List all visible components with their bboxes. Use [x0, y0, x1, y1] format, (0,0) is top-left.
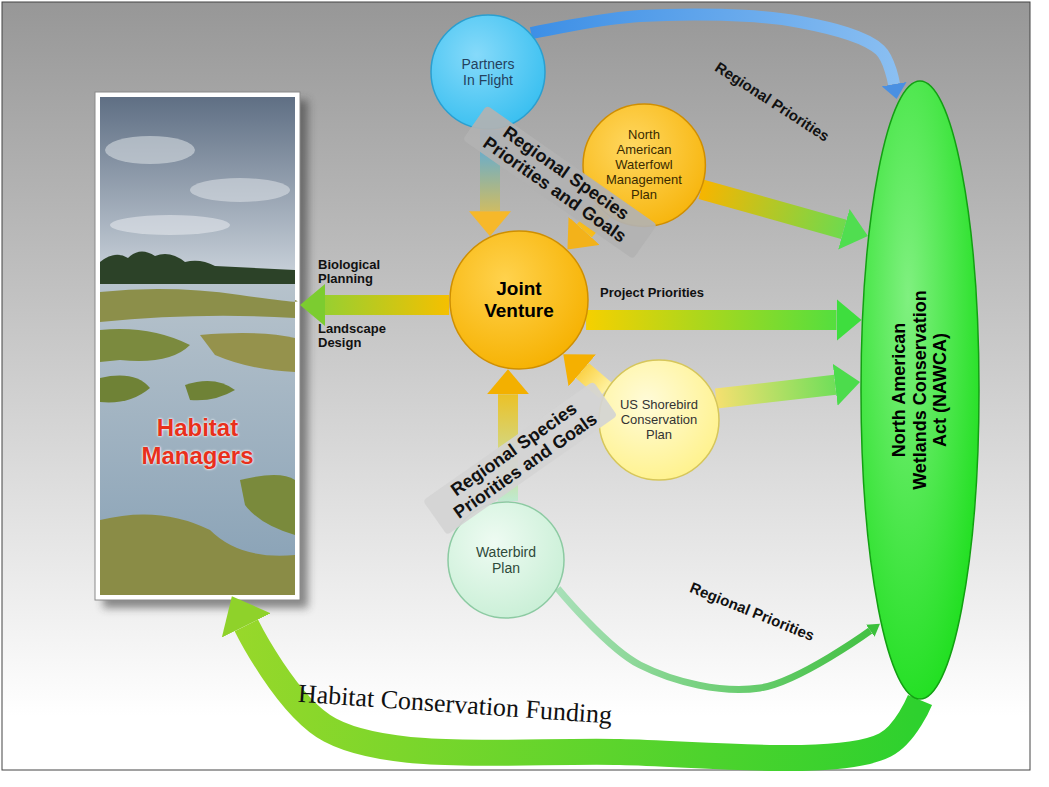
- photo-cloud: [110, 215, 230, 235]
- connector-arrow: [586, 310, 836, 330]
- node-text: North American Wetlands Conservation Act…: [889, 283, 951, 498]
- photo-frame: [95, 92, 300, 600]
- node-text-group: Waterbird Plan: [466, 544, 546, 576]
- connector-arrow: [246, 625, 920, 758]
- photo-marsh: [100, 329, 190, 362]
- node-shape: [861, 81, 979, 699]
- connector-arrow: [325, 295, 449, 315]
- photo-marsh: [185, 381, 235, 400]
- node-text-group: North American Wetlands Conservation Act…: [889, 283, 951, 498]
- connector-arrow: [701, 189, 844, 229]
- photo-marsh: [240, 475, 295, 535]
- node-shape: [450, 231, 588, 369]
- node-text: Habitat Managers: [118, 414, 278, 469]
- node-text: Partners In Flight: [457, 56, 519, 88]
- photo-cloud: [105, 136, 195, 164]
- node-text-group: Habitat Managers: [118, 414, 278, 469]
- background-panel: [2, 2, 1030, 770]
- node-text-group: Joint Venture: [473, 278, 565, 322]
- node-text: Waterbird Plan: [466, 544, 546, 576]
- edge-label: Project Priorities: [600, 286, 704, 300]
- node-text-group: North American Waterfowl Management Plan: [602, 128, 686, 203]
- node-text-group: US Shorebird Conservation Plan: [614, 398, 704, 443]
- photo-sky: [100, 97, 295, 287]
- act-ellipse: North American Wetlands Conservation Act…: [860, 80, 980, 700]
- node-text: Joint Venture: [473, 278, 565, 322]
- node-text: US Shorebird Conservation Plan: [614, 398, 704, 443]
- arrow-caption: Landscape Design: [318, 322, 413, 351]
- photo-marsh: [200, 333, 295, 372]
- photo-marsh: [100, 376, 150, 403]
- edge-label: Biological Planning: [318, 258, 413, 287]
- photo-cloud: [190, 178, 290, 202]
- edge-label: Habitat Conservation Funding: [297, 680, 613, 730]
- hub-circle: Joint Venture: [449, 230, 589, 370]
- node-text-group: Partners In Flight: [457, 56, 519, 88]
- edge-label: Regional Priorities: [712, 59, 832, 145]
- photo-marsh: [100, 289, 298, 322]
- node-shape: [599, 360, 719, 480]
- photo-marsh: [100, 514, 295, 595]
- photo-panel: Habitat Managers: [95, 92, 300, 600]
- photo-water: [100, 280, 295, 595]
- edge-label: Regional Priorities: [687, 580, 816, 645]
- connector-arrow: [716, 385, 835, 399]
- node-text: North American Waterfowl Management Plan: [602, 128, 686, 203]
- photo-treeline: [100, 251, 295, 284]
- program-circle: US Shorebird Conservation Plan: [598, 359, 720, 481]
